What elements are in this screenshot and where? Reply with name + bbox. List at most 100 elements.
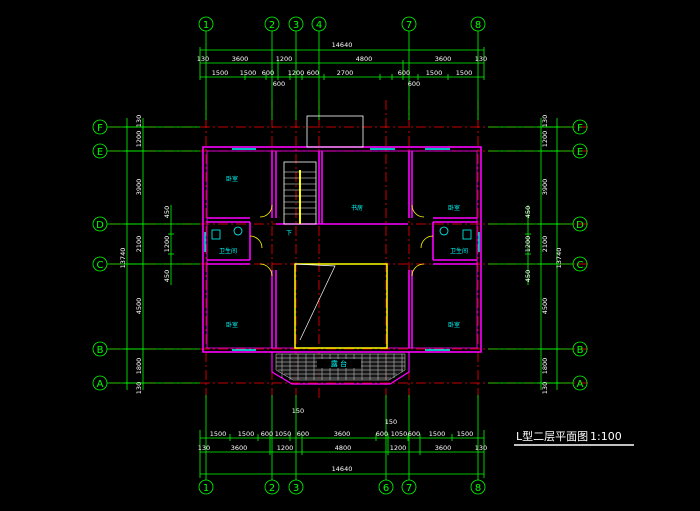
right-dimension-lines	[525, 118, 560, 390]
dim-text: 4500	[135, 298, 143, 315]
left-dimension-lines	[124, 118, 174, 390]
dim-text: 3600	[435, 55, 452, 63]
dim-overall-right: 13740	[555, 248, 563, 269]
dim-text: 130	[541, 115, 549, 127]
atrium-void	[294, 263, 388, 349]
sink-icon	[439, 226, 449, 236]
dim-text: 1500	[210, 430, 227, 438]
axis-bubble-bottom-3	[288, 479, 304, 495]
axis-bubble-bottom-8	[470, 479, 486, 495]
dim-overall-top: 14640	[332, 41, 353, 49]
dim-text: 130	[475, 444, 487, 452]
dim-overall-left: 13740	[119, 248, 127, 269]
dim-text: 4800	[356, 55, 373, 63]
dim-note: 150	[292, 407, 304, 415]
axis-bubble-bottom-1	[198, 479, 214, 495]
axis-label: A	[577, 379, 584, 390]
room-label-bedroom-sw: 卧室	[226, 321, 238, 329]
dim-text: 1500	[426, 69, 443, 77]
dim-text: 600	[261, 430, 273, 438]
axis-bubble-bottom-7	[401, 479, 417, 495]
axis-bubble-top-2	[264, 16, 280, 32]
dim-text: 1200	[524, 236, 532, 253]
room-label-bath-w: 卫生间	[219, 247, 237, 255]
dim-text: 600	[307, 69, 319, 77]
dim-text: 1500	[238, 430, 255, 438]
walls	[202, 115, 482, 385]
top-dimension-lines	[199, 47, 485, 80]
axis-bubbles-top	[198, 16, 486, 120]
room-label-bedroom-ne: 卧室	[448, 204, 460, 212]
dim-text: 130	[197, 55, 209, 63]
doors	[249, 204, 434, 277]
dim-text: 600	[376, 430, 388, 438]
dim-note: 150	[385, 418, 397, 426]
axis-bubble-top-4	[311, 16, 327, 32]
axis-label: C	[577, 260, 584, 271]
stair-label: 下	[286, 230, 292, 237]
axis-label: 7	[406, 483, 412, 494]
axis-label: 1	[203, 20, 209, 31]
dim-text: 1800	[541, 358, 549, 375]
dim-text: 4800	[335, 444, 352, 452]
axis-bubble-bottom-6	[378, 479, 394, 495]
dim-text: 450	[524, 206, 532, 218]
dim-text: 600	[273, 80, 285, 88]
bottom-dimension-texts: 150 150 1500 1500 600 1050 600 3600 600 …	[198, 407, 487, 473]
drawing-title-block: L型二层平面图 1:100	[514, 429, 634, 446]
dim-text: 3600	[435, 444, 452, 452]
dim-text: 1200	[277, 444, 294, 452]
axis-bubble-top-7	[401, 16, 417, 32]
axis-label: 3	[293, 20, 299, 31]
dim-text: 1500	[429, 430, 446, 438]
dim-text: 1050	[275, 430, 292, 438]
outer-wall	[202, 146, 482, 353]
sink-icon	[233, 226, 243, 236]
dim-text: 130	[135, 382, 143, 394]
bottom-dimension-lines	[199, 430, 485, 478]
axis-bubble-top-1	[198, 16, 214, 32]
dim-text: 3900	[135, 179, 143, 196]
axis-label: F	[97, 123, 103, 134]
axis-label: D	[96, 220, 104, 231]
axis-labels-right: F E D C B A	[576, 123, 584, 390]
top-dimension-texts: 14640 130 3600 1200 4800 3600 130 1500 1…	[197, 41, 487, 88]
axis-labels-bottom: 1 2 3 6 7 8	[203, 483, 481, 494]
dim-text: 130	[475, 55, 487, 63]
dim-overall-bottom: 14640	[332, 465, 353, 473]
axis-labels-left: F E D C B A	[96, 123, 104, 390]
toilet-icon	[211, 229, 221, 240]
room-label-study: 书房	[351, 204, 363, 212]
dim-text: 1800	[135, 358, 143, 375]
dim-text: 3600	[231, 444, 248, 452]
dim-text: 600	[408, 430, 420, 438]
dim-text: 130	[135, 115, 143, 127]
bath-fixtures	[211, 226, 472, 240]
axis-label: 6	[383, 483, 389, 494]
dim-text: 600	[408, 80, 420, 88]
terrace-label-bg	[317, 359, 361, 368]
axis-label: 1	[203, 483, 209, 494]
toilet-icon	[462, 229, 472, 240]
dim-text: 600	[297, 430, 309, 438]
axis-labels-top: 1 2 3 4 7 8	[203, 20, 481, 31]
room-labels: 卧室 卧室 卧室 卧室 书房 卫生间 卫生间	[219, 175, 468, 329]
dim-text: 1200	[288, 69, 305, 77]
roof-projection	[306, 115, 364, 148]
outer-wall-inner-line	[206, 150, 478, 349]
windows	[204, 148, 480, 351]
dim-text: 1200	[276, 55, 293, 63]
terrace-label: 露 台	[331, 359, 347, 368]
dim-text: 1500	[240, 69, 257, 77]
axis-bubble-bottom-2	[264, 479, 280, 495]
drawing-title: L型二层平面图	[516, 429, 588, 443]
axis-label: B	[577, 345, 584, 356]
axis-label: D	[576, 220, 584, 231]
dim-text: 600	[262, 69, 274, 77]
drawing-scale: 1:100	[590, 430, 622, 443]
axis-bubbles-sides	[92, 119, 588, 391]
axis-label: C	[97, 260, 104, 271]
dim-text: 450	[163, 206, 171, 218]
